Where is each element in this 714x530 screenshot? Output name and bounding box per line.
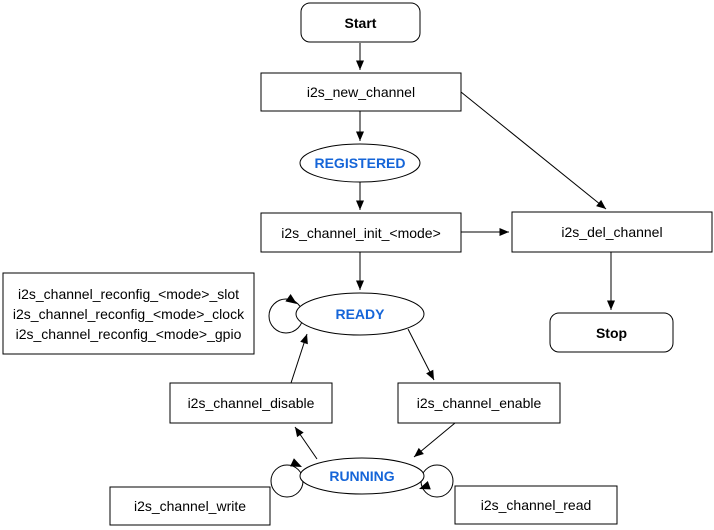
edge-ready-to-enable: [407, 328, 435, 381]
new-channel-node: [260, 72, 462, 112]
edge-running-to-disable: [294, 426, 318, 460]
init-node: [260, 212, 462, 253]
running-self-loop-read-arrowhead: [419, 481, 431, 490]
ready-state-node: [295, 292, 425, 336]
start-node: [300, 2, 421, 43]
registered-state-node: [299, 143, 421, 183]
edge-enable-to-running: [413, 422, 456, 458]
edge-new-channel-to-del-channel: [460, 91, 607, 210]
disable-node: [169, 382, 333, 424]
stop-node: [549, 312, 674, 353]
read-node: [454, 485, 618, 525]
del-channel-node: [511, 211, 713, 253]
running-self-loop-write-arrowhead: [290, 458, 302, 467]
write-node: [109, 486, 271, 526]
edge-disable-to-ready: [290, 333, 308, 384]
enable-node: [397, 382, 561, 424]
running-self-loop-write: [270, 464, 304, 498]
reconfig-label-box: [2, 272, 255, 355]
running-state-node: [299, 457, 425, 495]
running-self-loop-read: [420, 464, 454, 498]
ready-self-loop-arrowhead: [285, 294, 297, 304]
